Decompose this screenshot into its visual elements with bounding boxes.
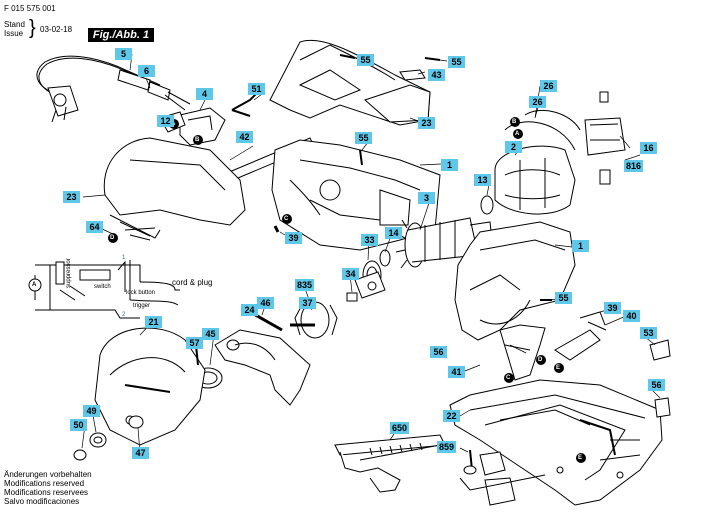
stand-label: Stand — [4, 20, 25, 29]
part-label: 39 — [604, 302, 621, 314]
wiring-terminal-1: 1 — [122, 255, 126, 261]
footer-line: Salvo modificaciones — [4, 497, 80, 506]
part-label: 26 — [529, 96, 546, 108]
part-label: 39 — [285, 232, 302, 244]
wiring-lock-label: lock button — [126, 290, 156, 296]
part-label: 51 — [248, 83, 265, 95]
wiring-cord-label: cord & plug — [172, 278, 213, 287]
wiring-trigger-label: trigger — [133, 303, 151, 309]
part-label: 56 — [648, 379, 665, 391]
part-label: 4 — [196, 88, 213, 100]
part-label: 56 — [430, 346, 447, 358]
brace: } — [29, 17, 36, 39]
part-label: 21 — [145, 316, 162, 328]
part-label: 37 — [299, 297, 316, 309]
part-label: 33 — [361, 234, 378, 246]
part-label: 47 — [132, 447, 149, 459]
connector-e-2: E — [578, 455, 583, 461]
part-label: 55 — [355, 132, 372, 144]
connector-d-2: D — [538, 357, 543, 363]
connector-c-1: C — [284, 216, 289, 222]
wiring-terminal-2: 2 — [122, 312, 126, 318]
part-number: F 015 575 001 — [4, 4, 56, 13]
part-label: 34 — [342, 268, 359, 280]
base-plate — [449, 379, 663, 506]
part-label: 53 — [640, 327, 657, 339]
part-label: 16 — [640, 142, 657, 154]
connector-b-1: B — [195, 137, 200, 143]
part-label: 46 — [257, 297, 274, 309]
gear-housing — [454, 221, 576, 341]
part-label: 13 — [474, 174, 491, 186]
part-label: 43 — [428, 69, 445, 81]
part-label: 40 — [623, 310, 640, 322]
part-label: 50 — [70, 419, 87, 431]
connector-a-2: A — [515, 131, 520, 137]
part-label: 55 — [357, 54, 374, 66]
part-label: 6 — [138, 65, 155, 77]
part-label: 816 — [624, 160, 644, 172]
part-label: 859 — [437, 441, 457, 453]
part-label: 26 — [540, 80, 557, 92]
left-handle — [103, 137, 246, 226]
part-label: 1 — [441, 159, 458, 171]
part-label: 23 — [418, 117, 435, 129]
part-label: 1 — [572, 240, 589, 252]
part-label: 45 — [202, 328, 219, 340]
connector-e-1: E — [556, 365, 561, 371]
part-label: 57 — [186, 337, 203, 349]
upper-guard — [94, 327, 206, 446]
blade-guard — [214, 329, 311, 406]
part-label: 24 — [241, 304, 258, 316]
part-label: 22 — [443, 410, 460, 422]
part-label: 3 — [418, 192, 435, 204]
footer-line: Modifications reserved — [4, 479, 85, 488]
part-label: 41 — [448, 366, 465, 378]
part-label: 49 — [83, 405, 100, 417]
footer-line: Modifications reservees — [4, 488, 89, 497]
part-label: 2 — [505, 141, 522, 153]
issue-label: Issue — [4, 29, 24, 38]
part-label: 64 — [86, 221, 103, 233]
part-label: 55 — [448, 56, 465, 68]
wiring-switch-label: switch — [94, 284, 111, 290]
part-label: 42 — [236, 131, 253, 143]
wiring-motor: A — [32, 282, 37, 288]
connector-d-1: D — [110, 235, 115, 241]
part-label: 12 — [157, 115, 174, 127]
footer-line: Änderungen vorbehalten — [4, 470, 92, 479]
part-label: 5 — [115, 48, 132, 60]
connector-c-2: C — [506, 375, 511, 381]
part-label: 55 — [555, 292, 572, 304]
part-label: 835 — [295, 279, 315, 291]
part-label: 650 — [390, 422, 410, 434]
part-label: 23 — [63, 191, 80, 203]
issue-date: 03-02-18 — [40, 25, 73, 34]
plug — [47, 85, 79, 117]
part-label: 14 — [385, 227, 402, 239]
connector-b-2: B — [512, 119, 517, 125]
figure-label: Fig./Abb. 1 — [88, 28, 154, 42]
